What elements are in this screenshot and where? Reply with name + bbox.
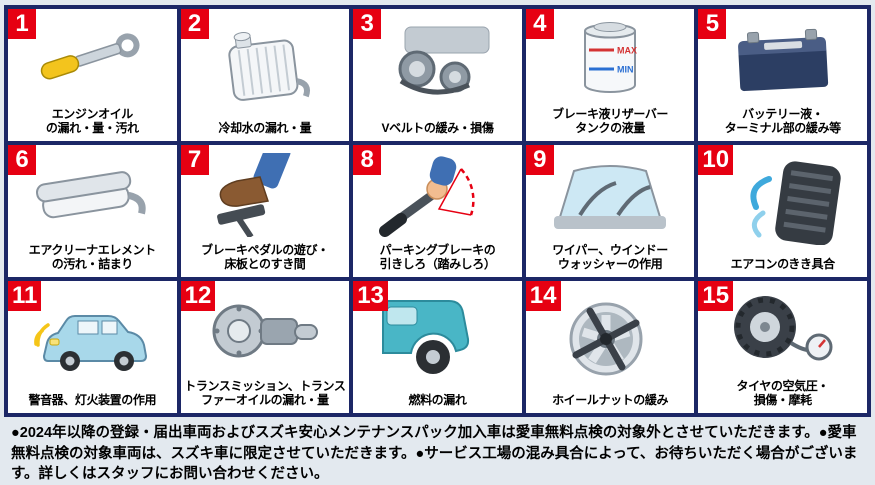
item-number-badge: 12 <box>180 281 216 311</box>
item-caption: エアクリーナエレメント の汚れ・詰まり <box>28 242 156 272</box>
item-number-badge: 1 <box>8 9 36 39</box>
item-number-badge: 8 <box>353 145 382 175</box>
footnote: ●2024年以降の登録・届出車両およびスズキ安心メンテナンスパック加入車は愛車無… <box>4 417 871 485</box>
inspection-grid: 1 エンジンオイル の漏れ・量・汚れ 2 <box>4 5 871 417</box>
max-label: MAX <box>617 46 637 56</box>
item-caption: エンジンオイル の漏れ・量・汚れ <box>45 106 139 136</box>
check-item-brake-fluid: 4 MAX MIN ブレーキ液リザーバー タンクの液量 <box>525 9 695 141</box>
check-item-transmission: 12 トランスミッション、トランス ファーオイルの漏れ・量 <box>180 281 350 413</box>
item-number-badge: 13 <box>353 281 388 311</box>
check-item-engine-oil: 1 エンジンオイル の漏れ・量・汚れ <box>8 9 177 141</box>
parking-brake-illustration <box>353 145 522 243</box>
item-number-badge: 2 <box>180 9 209 39</box>
battery-illustration <box>698 9 867 107</box>
check-item-brake-pedal: 7 ブレーキペダルの遊び・ 床板とのすき間 <box>180 145 350 277</box>
item-number-badge: 6 <box>8 145 36 175</box>
item-caption: エアコンのきき具合 <box>730 257 835 272</box>
radiator-illustration <box>181 9 350 121</box>
transmission-illustration <box>181 281 350 379</box>
item-caption: 燃料の漏れ <box>408 393 467 408</box>
brake-fluid-reservoir-illustration: MAX MIN <box>526 9 695 107</box>
item-caption: 警音器、灯火装置の作用 <box>28 393 157 408</box>
item-number-badge: 11 <box>8 281 42 311</box>
item-number-badge: 9 <box>525 145 554 175</box>
check-item-parking-brake: 8 パーキングブレーキの 引きしろ（踏みしろ） <box>353 145 522 277</box>
item-caption: パーキングブレーキの 引きしろ（踏みしろ） <box>379 242 496 272</box>
check-item-wheel-nut: 14 ホイールナットの緩み <box>525 281 695 413</box>
min-label: MIN <box>617 65 634 75</box>
check-item-fuel-leak: 13 燃料の漏れ <box>353 281 522 413</box>
item-caption: ホイールナットの緩み <box>552 393 669 408</box>
item-number-badge: 3 <box>353 9 382 39</box>
item-number-badge: 5 <box>698 9 727 39</box>
fuel-leak-illustration <box>353 281 522 393</box>
item-caption: ブレーキペダルの遊び・ 床板とのすき間 <box>201 242 329 272</box>
item-caption: トランスミッション、トランス ファーオイルの漏れ・量 <box>184 378 346 408</box>
check-item-air-conditioner: 10 エアコンのきき具合 <box>698 145 867 277</box>
check-item-air-cleaner: 6 エアクリーナエレメント の汚れ・詰まり <box>8 145 177 277</box>
item-caption: タイヤの空気圧・ 損傷・摩耗 <box>736 378 829 408</box>
footnote-text: ●2024年以降の登録・届出車両およびスズキ安心メンテナンスパック加入車は愛車無… <box>11 425 858 483</box>
item-caption: Vベルトの緩み・損傷 <box>381 121 494 136</box>
check-item-horn-lights: 11 警音器、灯火装置の作用 <box>8 281 177 413</box>
wiper-washer-illustration <box>526 145 695 243</box>
item-number-badge: 4 <box>525 9 554 39</box>
tire-pressure-illustration <box>698 281 867 379</box>
v-belt-illustration <box>353 9 522 121</box>
wheel-nut-illustration <box>526 281 695 393</box>
check-item-v-belt: 3 Vベルトの緩み・損傷 <box>353 9 522 141</box>
air-cleaner-illustration <box>8 145 177 243</box>
horn-lights-illustration <box>8 281 177 393</box>
check-item-wiper-washer: 9 ワイパー、ウインドー ウォッシャーの作用 <box>525 145 695 277</box>
vehicle-inspection-checklist: 1 エンジンオイル の漏れ・量・汚れ 2 <box>4 5 871 483</box>
check-item-tire-pressure: 15 タイヤの空気圧・ 損傷・摩耗 <box>698 281 867 413</box>
air-conditioner-illustration <box>698 145 867 257</box>
item-number-badge: 7 <box>180 145 209 175</box>
item-number-badge: 10 <box>698 145 734 175</box>
item-number-badge: 15 <box>698 281 734 311</box>
item-caption: ブレーキ液リザーバー タンクの液量 <box>552 106 669 136</box>
item-caption: 冷却水の漏れ・量 <box>218 121 312 136</box>
item-number-badge: 14 <box>525 281 561 311</box>
check-item-battery: 5 バッテリー液・ ターミナル部の緩み等 <box>698 9 867 141</box>
engine-oil-illustration <box>8 9 177 107</box>
check-item-coolant: 2 冷却水の漏れ・量 <box>180 9 350 141</box>
item-caption: バッテリー液・ ターミナル部の緩み等 <box>724 106 841 136</box>
item-caption: ワイパー、ウインドー ウォッシャーの作用 <box>552 242 668 272</box>
brake-pedal-illustration <box>181 145 350 243</box>
